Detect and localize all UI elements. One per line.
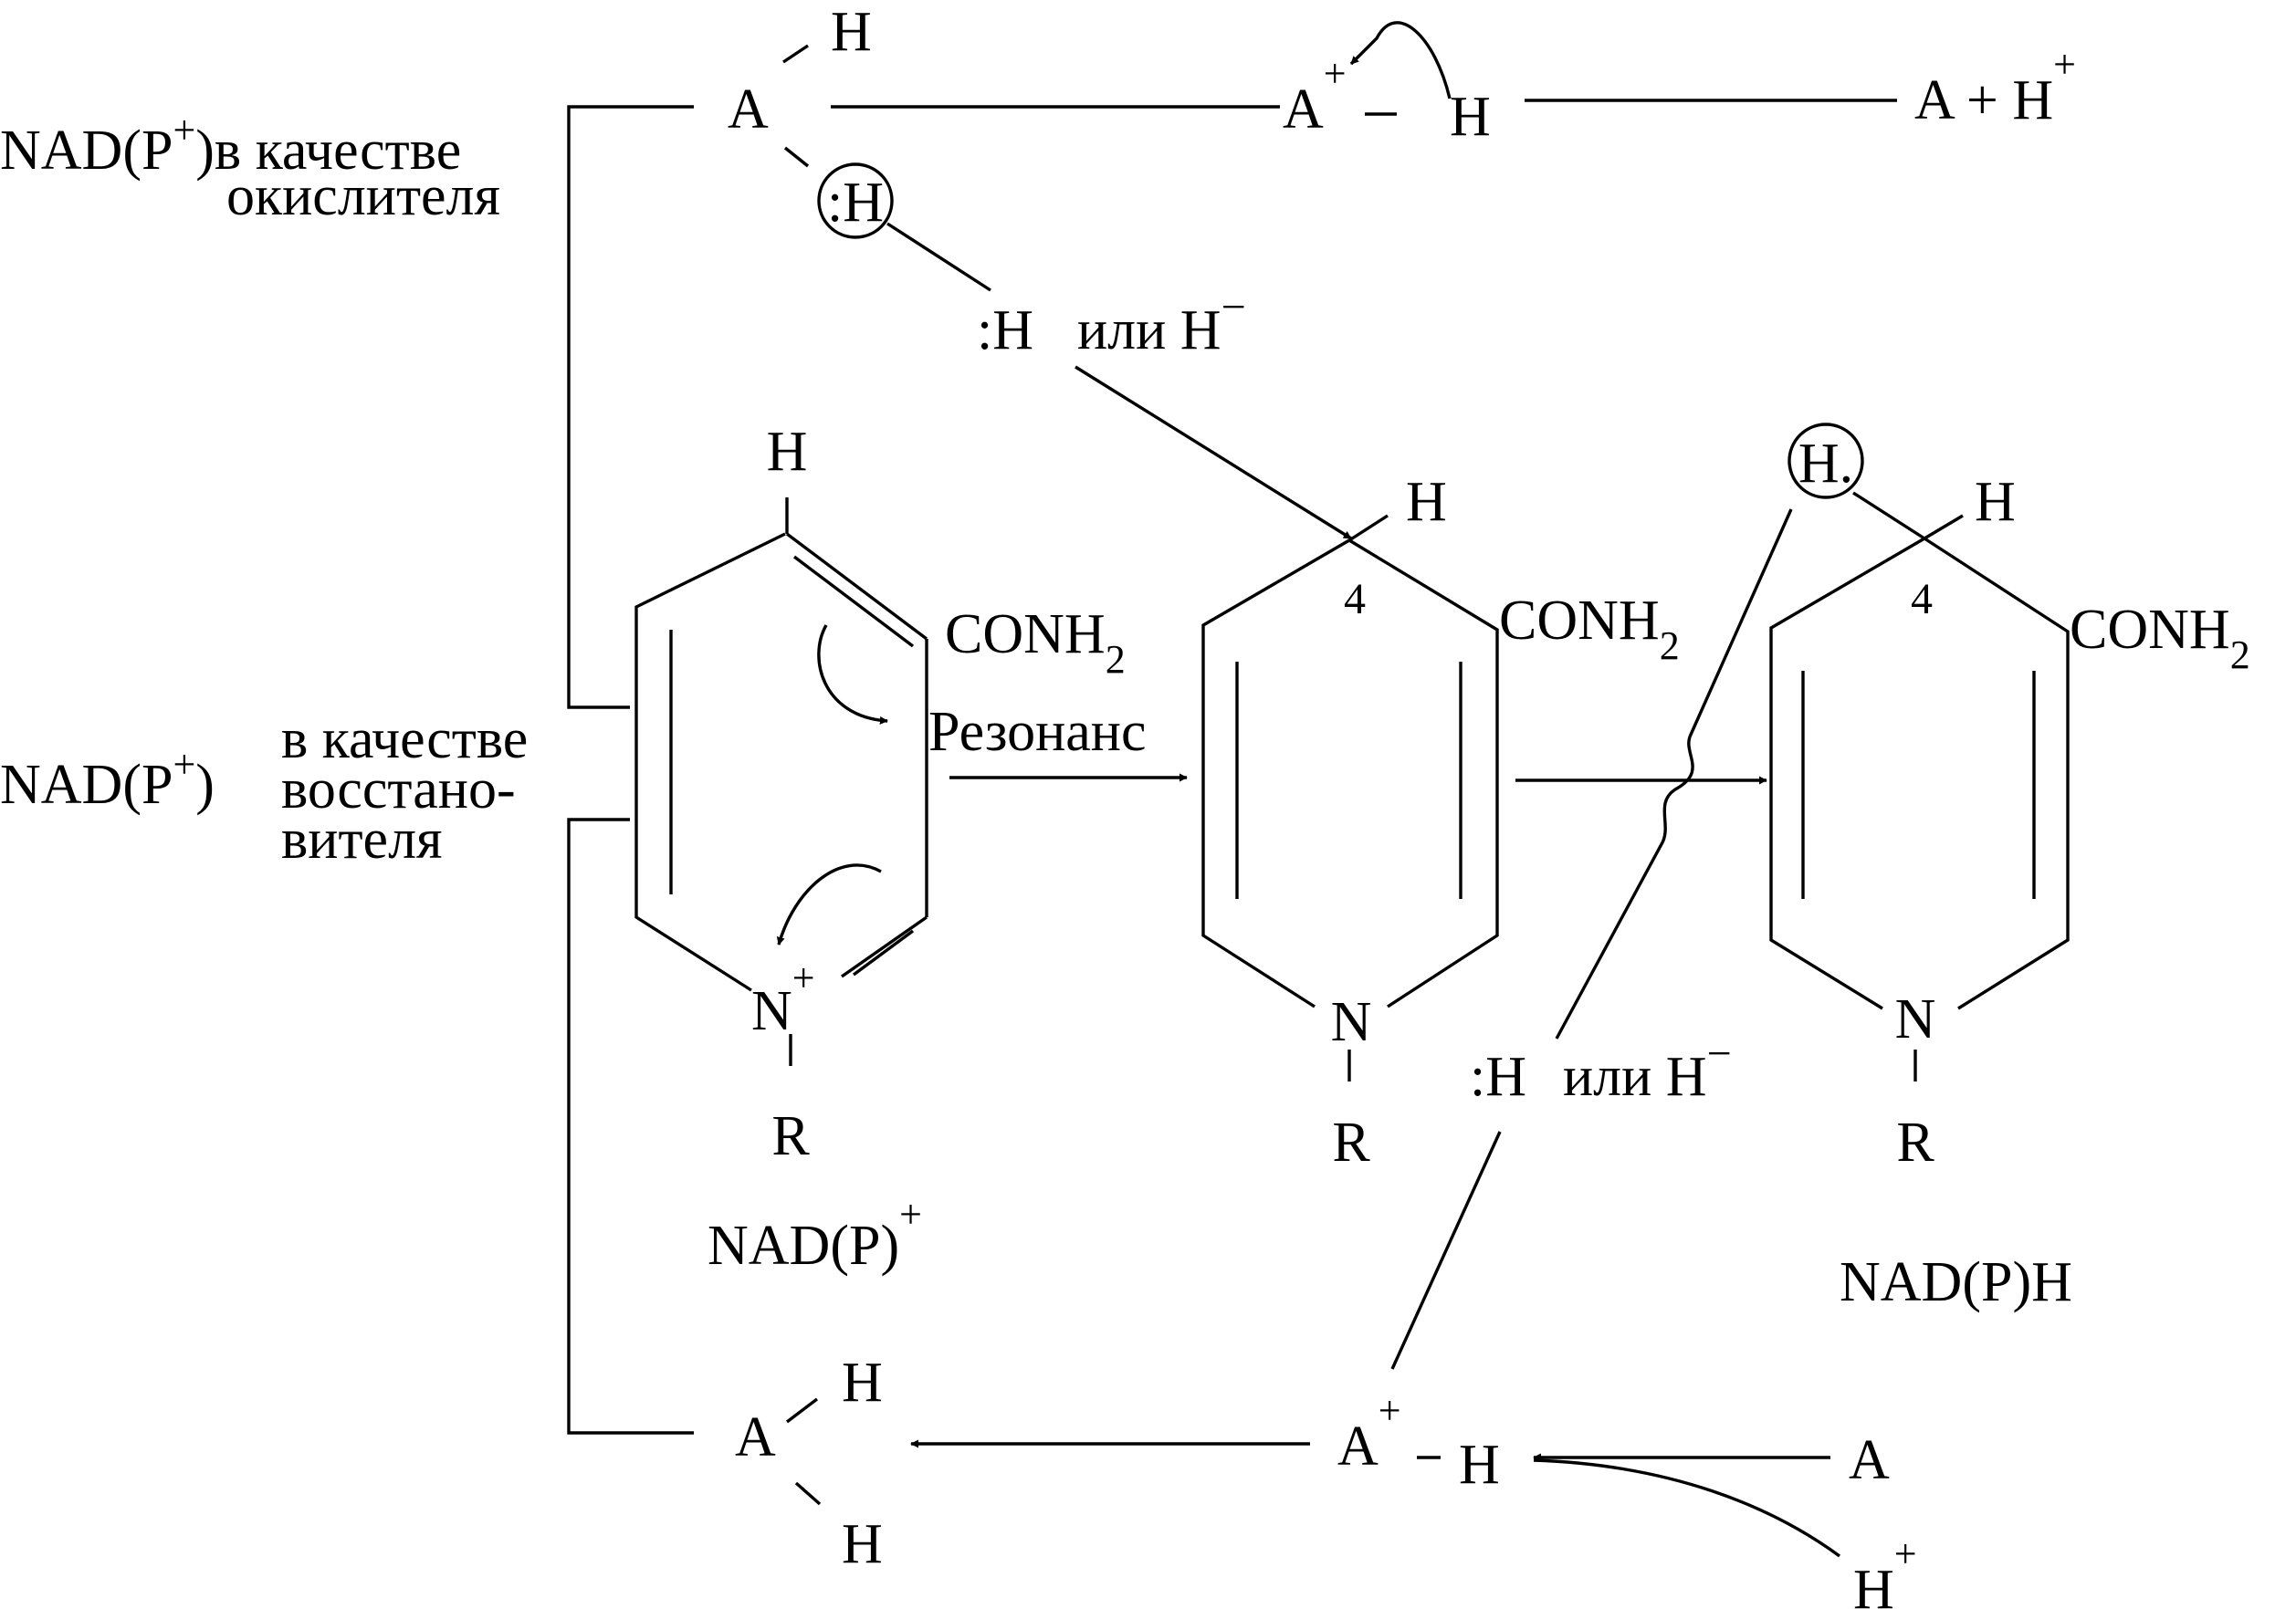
ring1-H: H: [767, 421, 808, 483]
ring3-position-4: 4: [1911, 575, 1933, 623]
ring2-H: H: [1406, 471, 1447, 533]
top-circled-hydrogen: [817, 162, 894, 239]
ring3-H: H: [1975, 471, 2016, 533]
resonance-curved-arrow-2: [776, 863, 882, 946]
circledH-to-hydride-line: [886, 222, 991, 292]
resonance-curved-arrow-1: [817, 624, 888, 725]
resonance-label: Резонанс: [928, 701, 1146, 763]
ring-nadp-plus: [634, 497, 928, 1066]
bottom-A: A: [735, 1406, 776, 1468]
top-A-circledH-bond: [783, 146, 810, 168]
bottom-Hplus: H+: [1853, 1531, 1917, 1609]
top-A: A: [728, 78, 769, 141]
bottom-A-right: A: [1849, 1429, 1890, 1491]
ring2-CONH2: CONH2: [1499, 590, 1680, 668]
bottom-Aplus-H: H: [1459, 1434, 1500, 1496]
label-reductant-line4: вителя: [281, 809, 443, 871]
ring3-R: R: [1896, 1112, 1934, 1174]
top-Aplus: A+: [1283, 51, 1347, 141]
name-nadph: NAD(P)H: [1840, 1251, 2072, 1313]
bottom-H2: H: [842, 1513, 883, 1575]
top-curved-arrow: [1349, 21, 1452, 99]
ring3-H-to-hydride-line: [1555, 508, 1793, 1040]
top-A-H-bond: [782, 44, 809, 64]
top-Aplus-H: H: [1450, 86, 1491, 148]
ring2-position-4: 4: [1344, 575, 1366, 623]
bottom-curved-arrow: [1533, 1458, 1841, 1558]
ring3-CONH2: CONH2: [2070, 599, 2250, 677]
label-reductant-line2: в качестве: [281, 708, 528, 770]
bottom-Aplus: A+: [1337, 1388, 1401, 1478]
top-product: A + H+: [1914, 42, 2076, 131]
bottom-A-H2-bond: [794, 1481, 822, 1506]
hydride-to-ring2-arrow: [1075, 365, 1352, 540]
ring2-N: N: [1331, 991, 1372, 1053]
ring1-N-plus: N+: [751, 956, 815, 1042]
ring3-circled-hydrogen: [1788, 423, 1864, 499]
bottom-H1: H: [842, 1352, 883, 1414]
hydride-to-Aplus-line: [1390, 1131, 1502, 1370]
left-bracket: [567, 105, 694, 1435]
name-nadp-plus: NAD(P)+: [708, 1192, 922, 1277]
label-reductant-line3: восстано-: [281, 758, 516, 820]
top-circled-H-label: :H: [827, 172, 884, 234]
label-oxidant: NAD(P+)в качестве: [0, 108, 461, 182]
bottom-A-H1-bond: [785, 1397, 819, 1424]
ring1-CONH2: CONH2: [945, 603, 1126, 682]
top-H: H: [831, 1, 872, 63]
ring3-N: N: [1895, 988, 1936, 1050]
label-oxidant-line2: окислителя: [226, 165, 500, 227]
ring-intermediate: [1201, 514, 1499, 1081]
ring1-R: R: [771, 1105, 810, 1167]
ring3-circled-H-label: H.: [1798, 433, 1853, 495]
label-reductant: NAD(P+): [0, 742, 215, 816]
ring-nadph: [1769, 491, 2070, 1081]
ring2-R: R: [1332, 1112, 1370, 1174]
